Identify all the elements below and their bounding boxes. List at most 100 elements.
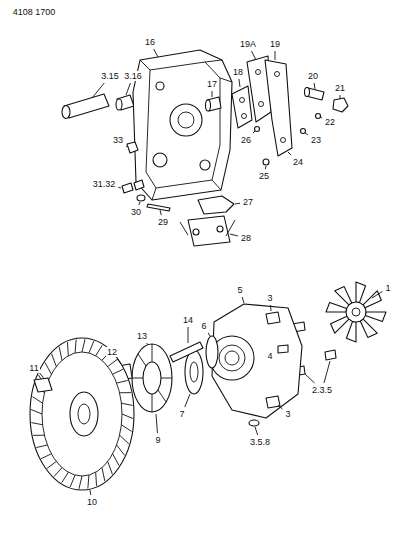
fan xyxy=(326,282,386,342)
part-outline xyxy=(193,229,199,235)
part-outline xyxy=(31,423,42,425)
part-outline xyxy=(146,62,220,188)
part-outline xyxy=(113,454,119,466)
part-outline xyxy=(156,82,164,90)
callout-number: 4108 1700 xyxy=(12,7,57,17)
leader-line xyxy=(372,291,382,298)
part-outline xyxy=(88,475,89,488)
part-outline xyxy=(113,369,123,374)
leader-line xyxy=(270,305,271,311)
leader-line xyxy=(305,133,308,135)
part-outline xyxy=(240,98,245,103)
clip xyxy=(34,378,52,392)
part-outline xyxy=(116,99,122,110)
part-outline xyxy=(140,60,232,200)
part-outline xyxy=(143,362,161,394)
part-outline xyxy=(108,461,113,474)
callout-number: 11 xyxy=(28,363,39,373)
part-outline xyxy=(281,138,286,143)
part-outline xyxy=(70,475,75,487)
callout-number: 3 xyxy=(266,293,273,303)
part-outline xyxy=(33,435,44,436)
callout-number: 21 xyxy=(334,83,346,93)
mount-kit xyxy=(180,216,235,246)
shift-pin xyxy=(305,88,325,101)
part-outline xyxy=(30,338,134,490)
callout-number: 9 xyxy=(154,435,161,445)
callout-number: 6 xyxy=(200,321,207,331)
leader-line xyxy=(278,405,282,409)
part-outline xyxy=(52,354,57,367)
leader-line xyxy=(188,327,189,343)
part-outline xyxy=(232,86,252,128)
part-outline xyxy=(225,351,239,365)
washer xyxy=(249,420,259,426)
gasket xyxy=(185,350,203,394)
part-outline xyxy=(121,425,131,432)
callout-number: 12 xyxy=(106,347,118,357)
plug xyxy=(127,142,138,153)
part-outline xyxy=(120,435,129,444)
callout-number: 29 xyxy=(157,217,169,227)
part-outline xyxy=(89,341,94,353)
leader-line xyxy=(235,203,240,205)
part-outline xyxy=(200,160,210,170)
callout-number: 22 xyxy=(324,117,336,127)
part-outline xyxy=(54,468,62,477)
plug xyxy=(122,183,133,193)
leader-line xyxy=(230,234,238,236)
part-outline xyxy=(32,397,42,404)
part-outline xyxy=(206,100,211,111)
detent xyxy=(255,127,260,132)
part-outline xyxy=(41,454,51,459)
part-outline xyxy=(31,410,42,414)
part-outline xyxy=(120,392,131,393)
leader-line xyxy=(252,51,257,60)
part-outline xyxy=(62,472,69,483)
part-outline xyxy=(36,445,47,448)
part-outline xyxy=(360,319,377,337)
ball xyxy=(301,129,306,134)
callout-number: 18 xyxy=(232,67,244,77)
leader-line xyxy=(253,131,255,133)
part-outline xyxy=(188,216,230,246)
pin xyxy=(62,94,109,119)
callout-number: 5 xyxy=(236,285,243,295)
part-outline xyxy=(102,468,105,481)
leader-line xyxy=(275,51,276,60)
callout-number: 19A xyxy=(239,39,257,49)
part-outline xyxy=(217,226,223,232)
part-outline xyxy=(133,50,232,200)
callout-number: 20 xyxy=(307,71,319,81)
part-outline xyxy=(121,403,132,405)
part-outline xyxy=(75,339,76,352)
bracket xyxy=(232,86,252,128)
part-outline xyxy=(170,104,202,136)
leader-line xyxy=(320,117,322,119)
leader-line xyxy=(208,333,210,336)
part-outline xyxy=(326,302,347,312)
part-outline xyxy=(64,94,109,118)
part-outline xyxy=(346,321,356,342)
lever xyxy=(265,60,292,156)
part-outline xyxy=(82,339,85,352)
part-outline xyxy=(275,72,280,77)
clip xyxy=(316,114,321,119)
callout-number: 2.3.5 xyxy=(311,385,333,395)
callout-number: 30 xyxy=(130,207,142,217)
part-outline xyxy=(256,70,261,75)
part-outline xyxy=(212,304,302,418)
leader-line xyxy=(154,49,158,57)
shaft xyxy=(170,342,203,362)
bolt xyxy=(278,345,288,353)
leader-line xyxy=(147,343,148,345)
callout-number: 13 xyxy=(136,331,148,341)
part-outline xyxy=(325,350,336,360)
leader-line xyxy=(288,152,291,155)
callout-number: 3.15 xyxy=(100,71,120,81)
callout-number: 4 xyxy=(266,351,273,361)
part-outline xyxy=(42,352,122,476)
leader-line xyxy=(139,202,140,205)
